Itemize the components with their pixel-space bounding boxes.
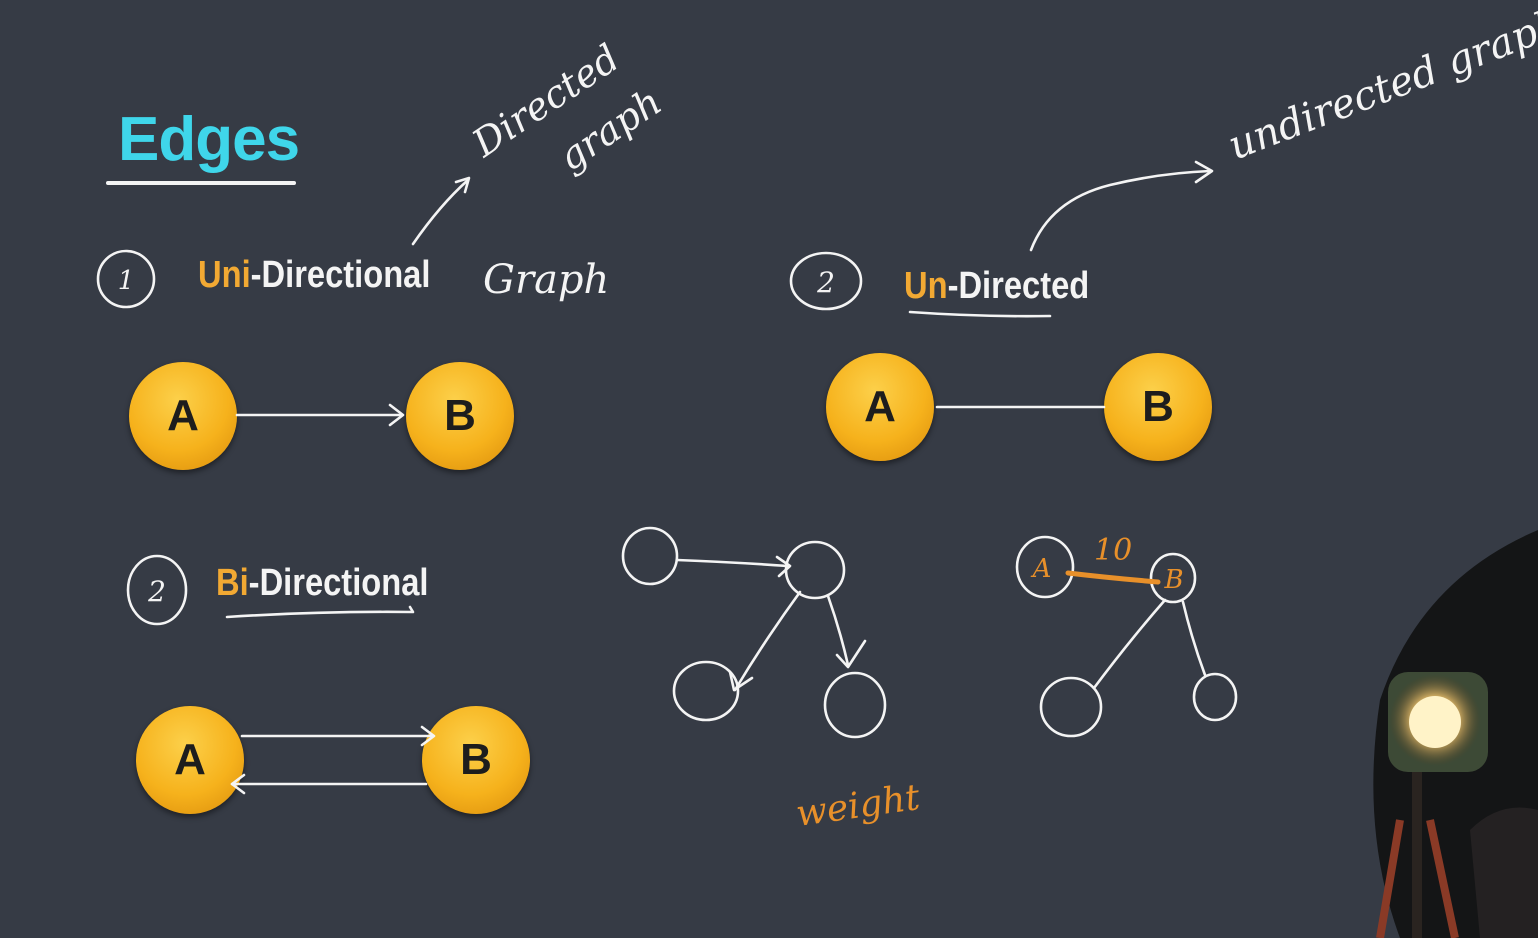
sketch-weighted-node-d <box>1192 672 1238 722</box>
sketch-directed-node-4 <box>823 671 887 739</box>
title-underline <box>106 181 296 185</box>
bi-directional-heading: Bi-Directional <box>216 562 428 605</box>
un-node-a: A <box>826 353 934 461</box>
sketch-weighted-node-a <box>1015 535 1075 599</box>
directed-pointer-head <box>454 176 471 194</box>
number-circle-2b <box>789 251 863 311</box>
sketch-directed-node-2 <box>784 540 846 600</box>
uni-node-a: A <box>129 362 237 470</box>
undirected-note: undirected graph <box>1222 0 1538 169</box>
uni-edge-arrowhead <box>388 403 405 427</box>
uni-rest: -Directional <box>250 254 431 296</box>
directed-pointer <box>411 178 470 246</box>
webcam-overlay <box>1373 530 1538 938</box>
sketch-directed-edge-2-head <box>728 670 754 692</box>
sketch-weighted-edge-bc <box>1092 598 1167 690</box>
weighted-node-a-label: A <box>1031 554 1052 584</box>
sketch-directed-node-3 <box>672 660 740 722</box>
number-circle-2a <box>126 554 188 626</box>
number-circle-1 <box>96 249 156 309</box>
number-label-2b: 2 <box>816 266 835 299</box>
sketch-directed-node-1 <box>621 526 679 586</box>
undirected-pointer-head <box>1194 160 1214 184</box>
sketch-directed-edge-2 <box>733 590 802 692</box>
weight-note: weight <box>794 777 923 835</box>
un-prefix: Un <box>904 265 948 307</box>
sketch-weighted-node-c <box>1039 676 1103 738</box>
sketch-directed-edge-1-head <box>775 555 792 578</box>
sketch-directed-edge-1 <box>675 558 790 568</box>
un-rest: -Directed <box>947 265 1090 307</box>
bi-edge-backward-arrowhead <box>230 773 246 795</box>
sketch-directed-edge-3-head <box>835 639 867 669</box>
bi-node-a: A <box>136 706 244 814</box>
un-directed-heading: Un-Directed <box>904 265 1089 308</box>
bi-node-b: B <box>422 706 530 814</box>
weight-value: 10 <box>1094 533 1132 568</box>
un-node-b: B <box>1104 353 1212 461</box>
number-label-2a: 2 <box>147 575 166 608</box>
graph-note: Graph <box>483 257 609 303</box>
sketch-weighted-node-b <box>1149 552 1197 604</box>
uni-directional-heading: Uni-Directional <box>198 254 430 297</box>
bi-prefix: Bi <box>216 562 249 604</box>
number-label-1: 1 <box>118 266 135 296</box>
uni-prefix: Uni <box>198 254 251 296</box>
bi-underline <box>225 605 415 619</box>
page-title: Edges <box>118 105 300 174</box>
sketch-directed-edge-3 <box>826 594 850 667</box>
bi-edge-forward-arrowhead <box>420 725 436 747</box>
undirected-pointer <box>1029 169 1212 252</box>
bi-rest: -Directional <box>248 562 429 604</box>
weighted-node-b-label: B <box>1163 565 1183 595</box>
un-underline <box>908 310 1052 318</box>
uni-node-b: B <box>406 362 514 470</box>
sketch-weighted-edge-bd <box>1181 600 1207 677</box>
weighted-edge-ab <box>1065 570 1161 585</box>
